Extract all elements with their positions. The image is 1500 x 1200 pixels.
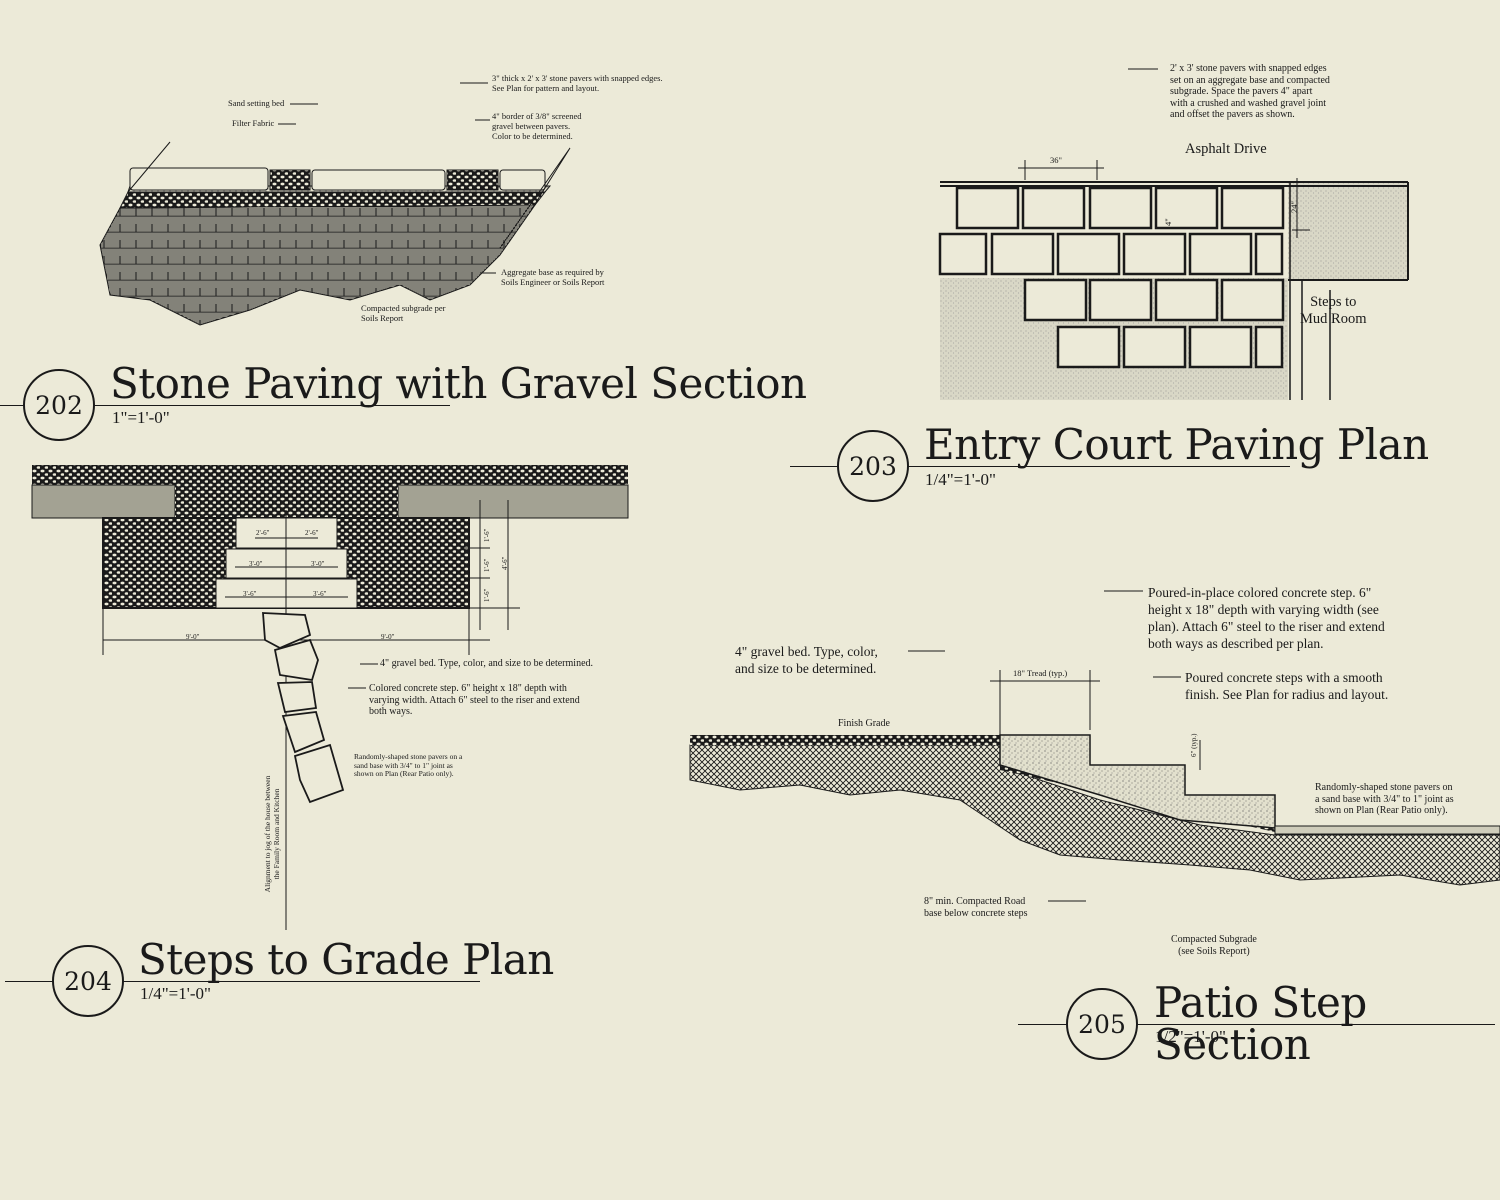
detail-number-204: 204 — [52, 945, 124, 1017]
detail-title-203: Entry Court Paving Plan — [924, 420, 1429, 469]
detail-title-204: Steps to Grade Plan — [138, 935, 554, 984]
label-finish-grade: Finish Grade — [838, 718, 890, 729]
paver — [1056, 232, 1121, 276]
dim-overall-left: 9'-0" — [186, 633, 200, 641]
paver — [1122, 325, 1187, 369]
dim-mid-left: 3'-0" — [249, 560, 263, 568]
detail-number-202: 202 — [23, 369, 95, 441]
paver — [1088, 186, 1153, 230]
note-202-pavers: 3" thick x 2' x 3' stone pavers with sna… — [492, 73, 663, 93]
dim-rise-2: 1'-6" — [483, 558, 491, 572]
detail-scale-205: 1/2"=1'-0" — [1155, 1027, 1226, 1046]
dim-bot-left: 3'-6" — [243, 590, 257, 598]
dim-joint: 4" — [1163, 218, 1173, 226]
paver — [1188, 232, 1253, 276]
dim-top-left: 2'-6" — [256, 529, 270, 537]
dim-overall-right: 9'-0" — [381, 633, 395, 641]
detail-203-plan — [938, 68, 1409, 400]
paver — [1254, 232, 1284, 276]
paver — [1154, 278, 1219, 322]
paver — [1220, 278, 1285, 322]
paver — [1254, 325, 1284, 369]
note-205-road-base: 8" min. Compacted Road base below concre… — [924, 896, 1028, 919]
paver — [938, 232, 988, 276]
dim-riser: 6" (typ.) — [1190, 733, 1198, 757]
title-rule-203 — [790, 466, 1290, 467]
dim-rise-1: 1'-6" — [483, 528, 491, 542]
detail-scale-202: 1"=1'-0" — [112, 408, 170, 427]
paver — [955, 186, 1020, 230]
dim-paver-height: 24" — [1289, 201, 1299, 213]
detail-scale-204: 1/4"=1'-0" — [140, 984, 211, 1003]
title-rule-202 — [0, 405, 450, 406]
detail-scale-203: 1/4"=1'-0" — [925, 470, 996, 489]
paver — [1021, 186, 1086, 230]
note-205-gravel: 4" gravel bed. Type, color, and size to … — [735, 644, 878, 677]
label-asphalt-drive: Asphalt Drive — [1185, 141, 1267, 157]
dim-tread: 18" Tread (typ.) — [1013, 668, 1068, 678]
detail-title-202: Stone Paving with Gravel Section — [110, 359, 807, 408]
detail-title-205: Patio Step Section — [1154, 978, 1367, 1069]
note-202-border: 4" border of 3/8" screened gravel betwee… — [492, 111, 582, 141]
note-204-gravel: 4" gravel bed. Type, color, and size to … — [380, 658, 594, 669]
dim-total-rise: 4'-6" — [501, 556, 509, 570]
title-rule-205 — [1018, 1024, 1495, 1025]
title-rule-204 — [5, 981, 480, 982]
paver — [1220, 186, 1285, 230]
note-202-subgrade: Compacted subgrade per Soils Report — [361, 303, 446, 323]
note-202-sand-bed: Sand setting bed — [228, 98, 285, 108]
paver — [1122, 232, 1187, 276]
detail-205-section — [689, 590, 1500, 902]
note-203-pavers: 2' x 3' stone pavers with snapped edges … — [1170, 63, 1330, 120]
paver — [1154, 186, 1219, 230]
dim-bot-right: 3'-6" — [313, 590, 327, 598]
note-204-step: Colored concrete step. 6" height x 18" d… — [369, 683, 580, 717]
note-205-pavers: Randomly-shaped stone pavers on a sand b… — [1315, 782, 1454, 816]
label-steps-to-mud-room: Steps to Mud Room — [1300, 294, 1367, 327]
paver — [1188, 325, 1253, 369]
paver — [1023, 278, 1088, 322]
note-204-alignment: Alignment to jog of the house between th… — [263, 775, 281, 893]
paver — [1056, 325, 1121, 369]
note-202-aggregate: Aggregate base as required by Soils Engi… — [501, 267, 605, 287]
dim-paver-width: 36" — [1050, 155, 1062, 165]
detail-number-205: 205 — [1066, 988, 1138, 1060]
note-205-subgrade: Compacted Subgrade (see Soils Report) — [1171, 934, 1257, 957]
detail-202-section — [99, 82, 571, 326]
dim-top-right: 2'-6" — [305, 529, 319, 537]
note-205-poured-in-place: Poured-in-place colored concrete step. 6… — [1148, 585, 1385, 652]
note-204-pavers: Randomly-shaped stone pavers on a sand b… — [354, 752, 463, 779]
dim-mid-right: 3'-0" — [311, 560, 325, 568]
dim-rise-3: 1'-6" — [483, 588, 491, 602]
detail-number-203: 203 — [837, 430, 909, 502]
note-205-smooth-finish: Poured concrete steps with a smooth fini… — [1185, 670, 1389, 703]
paver — [1088, 278, 1153, 322]
detail-204-plan — [31, 465, 629, 930]
paver — [990, 232, 1055, 276]
note-202-filter-fabric: Filter Fabric — [232, 118, 275, 128]
